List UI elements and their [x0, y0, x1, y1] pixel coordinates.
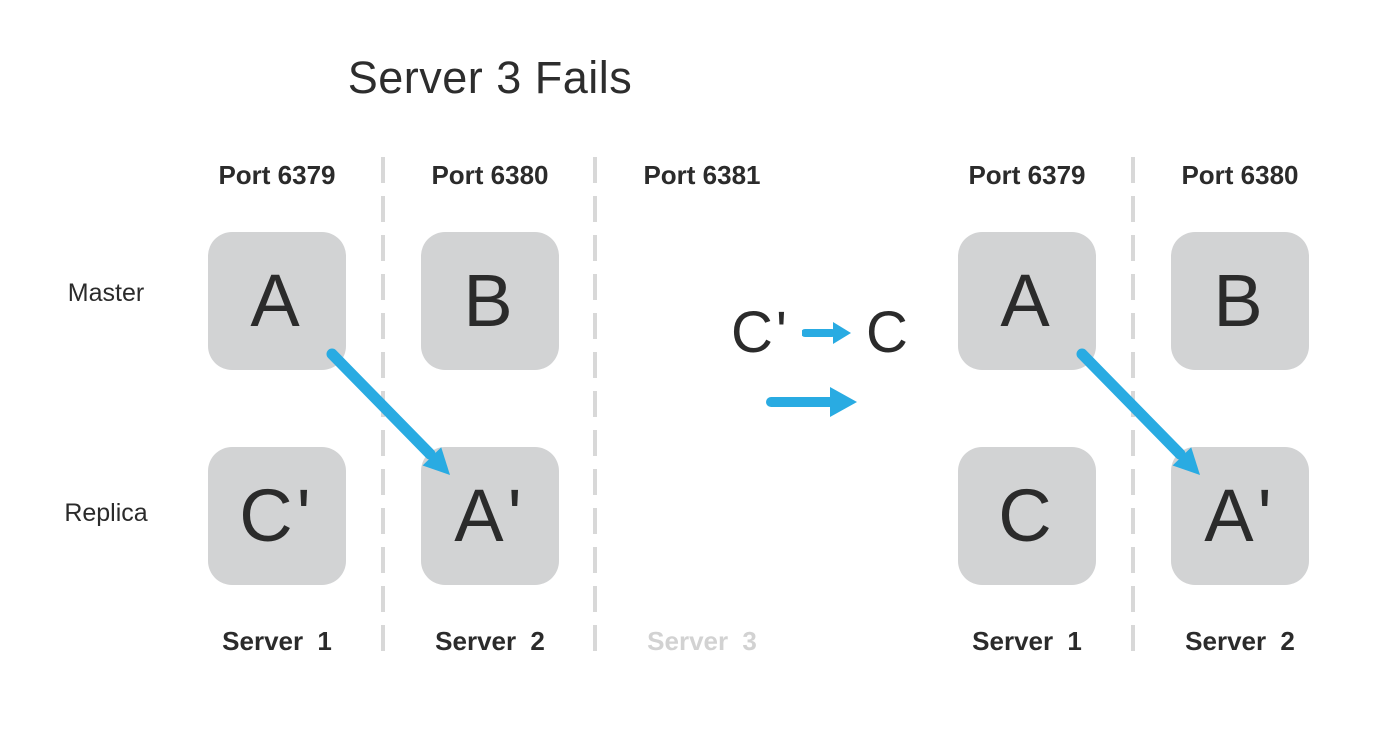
server-label-3-failed: Server 3 — [647, 626, 757, 656]
row-label-replica: Replica — [64, 499, 148, 527]
port-label-6380-right: Port 6380 — [1181, 160, 1299, 190]
shard-letter: A' — [1204, 474, 1276, 557]
shard-letter: C — [998, 474, 1056, 557]
promotion-annotation: C' C — [731, 302, 911, 364]
promotion-from-label: C' — [731, 300, 790, 365]
port-label-6379-right: Port 6379 — [968, 160, 1086, 190]
shard-box-master-a-right: A — [958, 232, 1096, 370]
shard-box-master-a-left: A — [208, 232, 346, 370]
dashed-divider — [593, 157, 597, 653]
server-label-1-left: Server 1 — [222, 626, 332, 656]
promotion-to-label: C — [865, 300, 911, 365]
shard-letter: B — [463, 259, 517, 342]
shard-letter: A' — [454, 474, 526, 557]
replication-arrow-icon-right — [1076, 348, 1200, 475]
replication-arrow-icon-left — [326, 348, 450, 475]
shard-letter: B — [1213, 259, 1267, 342]
server-label-1-right: Server 1 — [972, 626, 1082, 656]
server-label-2-left: Server 2 — [435, 626, 545, 656]
promotion-arrow-icon — [801, 322, 851, 344]
shard-box-master-b-left: B — [421, 232, 559, 370]
shard-box-replica-c-prime-left: C' — [208, 447, 346, 585]
state-transition-arrow-icon — [766, 387, 857, 417]
shard-box-replica-c-right: C — [958, 447, 1096, 585]
diagram-title: Server 3 Fails — [347, 52, 633, 103]
shard-letter: A — [1000, 259, 1054, 342]
shard-letter: A — [250, 259, 304, 342]
port-label-6380-left: Port 6380 — [431, 160, 549, 190]
row-label-master: Master — [67, 279, 145, 307]
server-label-2-right: Server 2 — [1185, 626, 1295, 656]
port-label-6381-left: Port 6381 — [643, 160, 761, 190]
shard-letter: C' — [239, 474, 315, 557]
shard-box-master-b-right: B — [1171, 232, 1309, 370]
port-label-6379-left: Port 6379 — [218, 160, 336, 190]
